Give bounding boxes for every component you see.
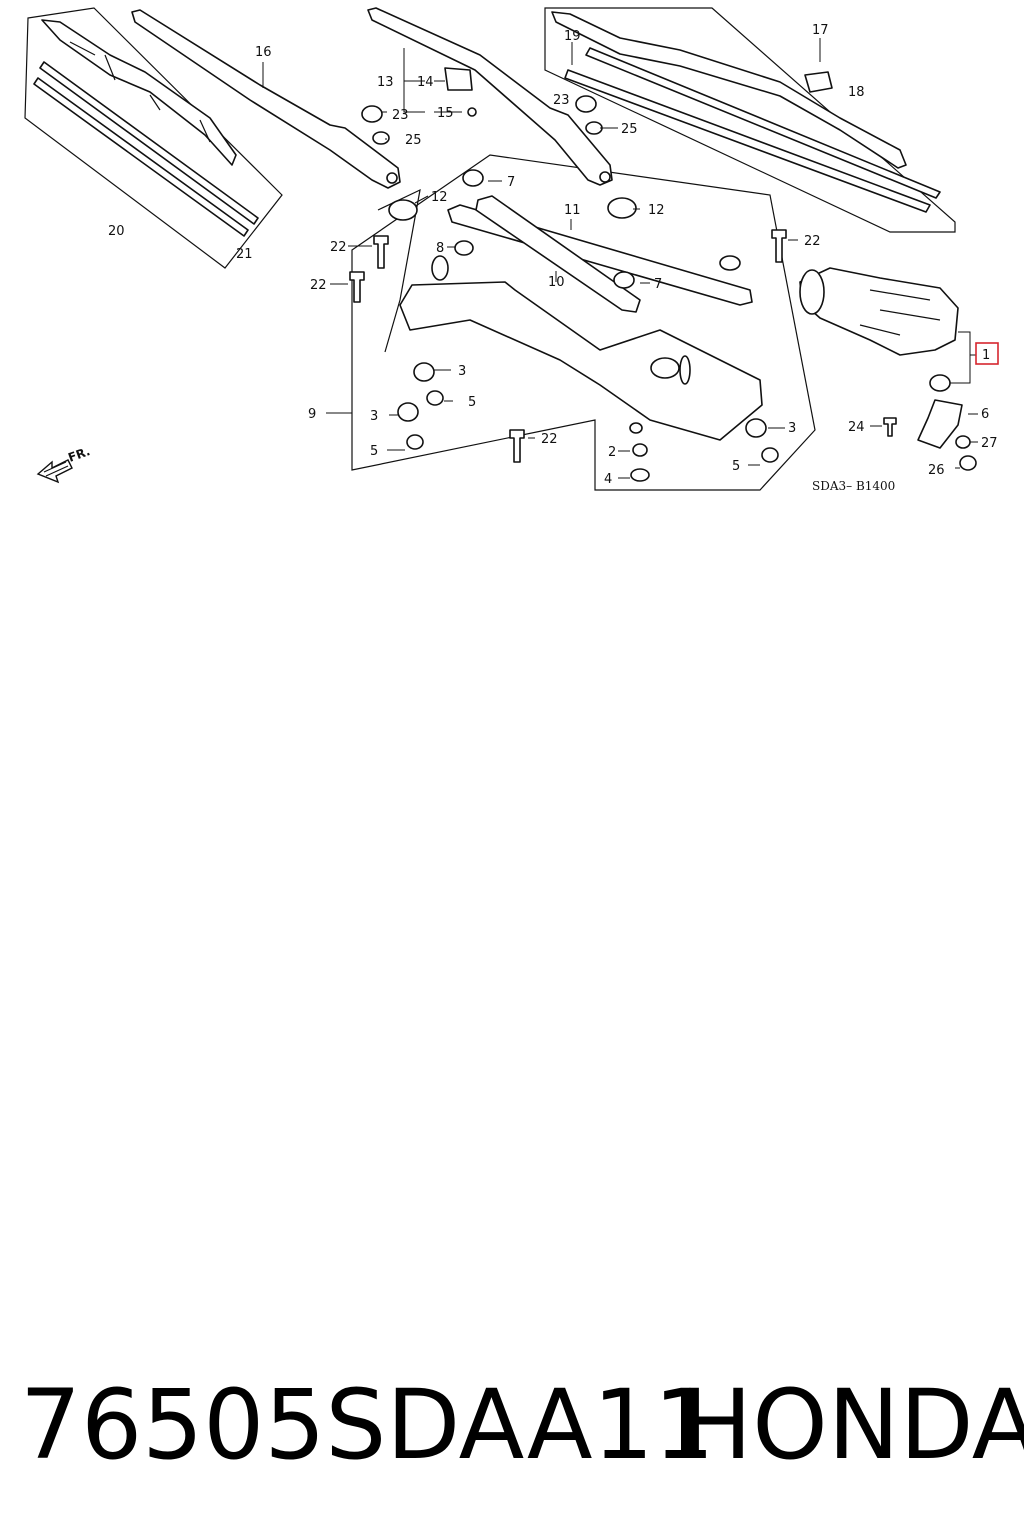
callout-23: 23: [392, 108, 409, 123]
callout-8: 8: [436, 241, 444, 256]
callout-4: 4: [604, 472, 612, 487]
callout-25: 25: [621, 122, 638, 137]
callout-16: 16: [255, 45, 272, 60]
grommets: [397, 362, 779, 482]
callout-17: 17: [812, 23, 829, 38]
wiper-linkage: [399, 195, 763, 441]
diagram-code: SDA3– B1400: [812, 479, 895, 493]
callout-3: 3: [458, 364, 466, 379]
right-wiper-blade: [551, 11, 941, 213]
callout-27: 27: [981, 436, 998, 451]
callout-5: 5: [732, 459, 740, 474]
bolts: [349, 229, 787, 463]
callout-10: 10: [548, 275, 565, 290]
callout-19: 19: [564, 29, 581, 44]
callout-26: 26: [928, 463, 945, 478]
callout-2: 2: [608, 445, 616, 460]
right-blade-group-box: [544, 7, 956, 233]
callout-18: 18: [848, 85, 865, 100]
brand-name: HONDA: [680, 1369, 1024, 1481]
left-wiper-arm: [131, 9, 401, 189]
callout-21: 21: [236, 247, 253, 262]
callout-22: 22: [310, 278, 327, 293]
callout-12: 12: [431, 190, 448, 205]
center-wiper-arm: [367, 7, 613, 186]
callout-22: 22: [330, 240, 347, 255]
callout-3: 3: [370, 409, 378, 424]
callout-3: 3: [788, 421, 796, 436]
product-caption: 76505SDAA11 HONDA: [20, 1360, 1024, 1490]
callout-20: 20: [108, 224, 125, 239]
front-label: FR.: [66, 444, 92, 465]
callout-5: 5: [370, 444, 378, 459]
callout-24: 24: [848, 420, 865, 435]
callout-14: 14: [417, 75, 434, 90]
callout-13: 13: [377, 75, 394, 90]
callout-labels: 1 2 3 3 3 3 4 5 5 5 5 6 7 7 8 9 10 11 12…: [108, 23, 999, 493]
callout-23: 23: [553, 93, 570, 108]
front-direction-marker: FR.: [36, 444, 92, 484]
wiper-parts-diagram: 1 2 3 3 3 3 4 5 5 5 5 6 7 7 8 9 10 11 12…: [24, 7, 999, 493]
callout-5: 5: [468, 395, 476, 410]
front-arrow-icon: [36, 459, 73, 484]
callout-25: 25: [405, 133, 422, 148]
left-blade-group-box: [24, 7, 283, 269]
callout-15: 15: [437, 106, 454, 121]
leader-lines: [262, 38, 978, 479]
callout-12: 12: [648, 203, 665, 218]
left-wiper-blade: [33, 19, 259, 237]
callout-6: 6: [981, 407, 989, 422]
callout-22: 22: [804, 234, 821, 249]
callout-7: 7: [507, 175, 515, 190]
callout-9: 9: [308, 407, 316, 422]
part-number: 76505SDAA11: [20, 1369, 715, 1481]
wiper-motor: [799, 267, 959, 392]
highlight-box: [975, 342, 999, 365]
bushings: [388, 169, 741, 289]
callout-22: 22: [541, 432, 558, 447]
callout-1: 1: [982, 348, 990, 363]
callout-7: 7: [654, 277, 662, 292]
callout-11: 11: [564, 203, 581, 218]
motor-bracket: [883, 399, 977, 471]
